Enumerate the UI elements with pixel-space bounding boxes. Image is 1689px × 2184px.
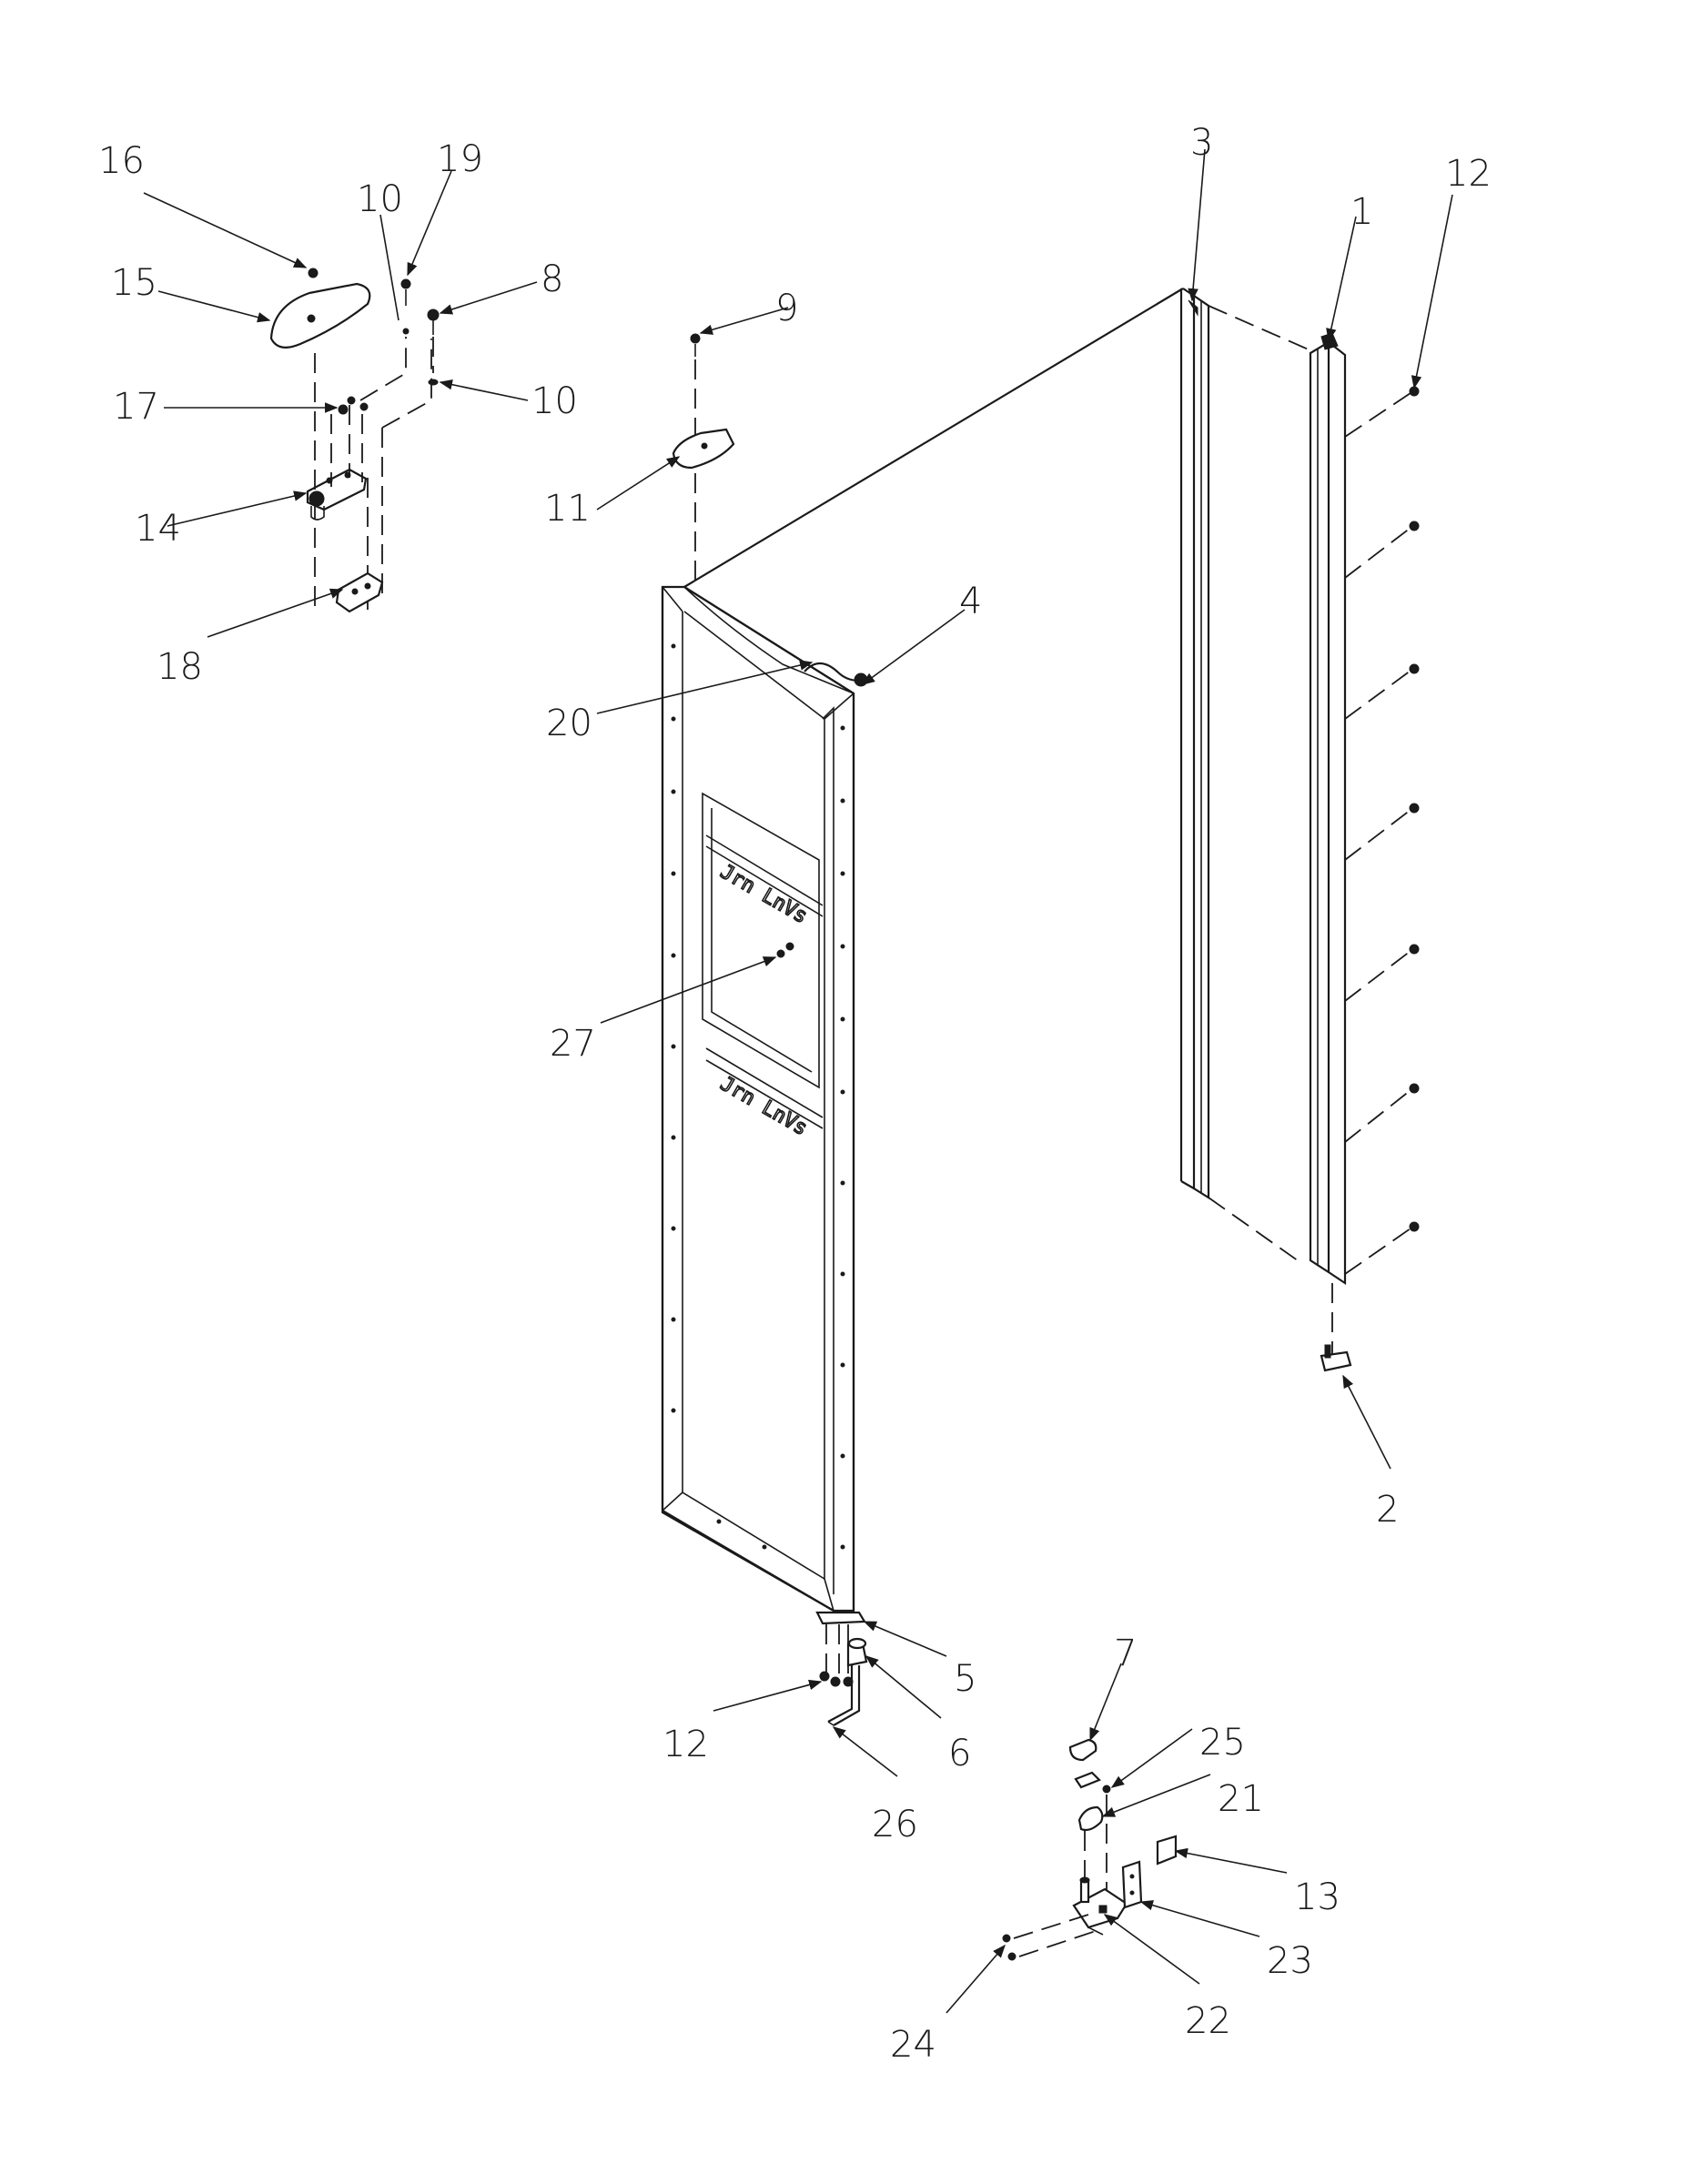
callout-labels: 16 19 10 15 8 17 10 14 18 9 11 3 1 12 4 … bbox=[98, 122, 1492, 2066]
callout-26: 26 bbox=[872, 1804, 918, 1845]
callout-2: 2 bbox=[1376, 1489, 1399, 1531]
callout-25: 25 bbox=[1199, 1722, 1246, 1764]
leader-lines bbox=[143, 148, 1453, 2014]
callout-22: 22 bbox=[1185, 2000, 1231, 2042]
callout-11: 11 bbox=[544, 488, 591, 530]
callout-24: 24 bbox=[890, 2024, 936, 2066]
callout-1: 1 bbox=[1350, 191, 1373, 233]
callout-21: 21 bbox=[1218, 1778, 1264, 1820]
callout-13: 13 bbox=[1294, 1876, 1340, 1918]
callout-18: 18 bbox=[157, 646, 203, 688]
callout-27: 27 bbox=[550, 1023, 596, 1065]
callout-12-upper: 12 bbox=[1445, 153, 1492, 195]
callout-10-upper: 10 bbox=[357, 178, 403, 220]
door-handle bbox=[1309, 332, 1420, 1372]
callout-23: 23 bbox=[1267, 1940, 1313, 1982]
door-assembly: Jrn LnVs Jrn LnVs bbox=[661, 288, 1195, 1613]
hinge-cover-small bbox=[672, 333, 735, 587]
frame-screw-dots bbox=[671, 643, 845, 1550]
callout-19: 19 bbox=[437, 138, 483, 180]
callout-7: 7 bbox=[1114, 1633, 1137, 1674]
callout-6: 6 bbox=[948, 1733, 971, 1774]
callout-16: 16 bbox=[98, 140, 145, 182]
callout-10-lower: 10 bbox=[531, 380, 578, 422]
handle-screws bbox=[1409, 386, 1420, 1232]
callout-12-lower: 12 bbox=[662, 1724, 709, 1765]
callout-9: 9 bbox=[775, 288, 798, 329]
bottom-door-hinge-group bbox=[815, 1611, 868, 1726]
callout-20: 20 bbox=[546, 703, 592, 744]
callout-15: 15 bbox=[111, 262, 157, 304]
lower-hinge-group bbox=[1002, 1738, 1178, 1961]
door-side-panel bbox=[1179, 288, 1311, 1264]
callout-3: 3 bbox=[1190, 122, 1213, 164]
callout-8: 8 bbox=[541, 258, 563, 300]
callout-17: 17 bbox=[113, 386, 159, 428]
callout-14: 14 bbox=[135, 508, 181, 550]
callout-5: 5 bbox=[954, 1658, 976, 1700]
callout-4: 4 bbox=[959, 581, 982, 622]
top-hinge-group bbox=[269, 268, 440, 613]
